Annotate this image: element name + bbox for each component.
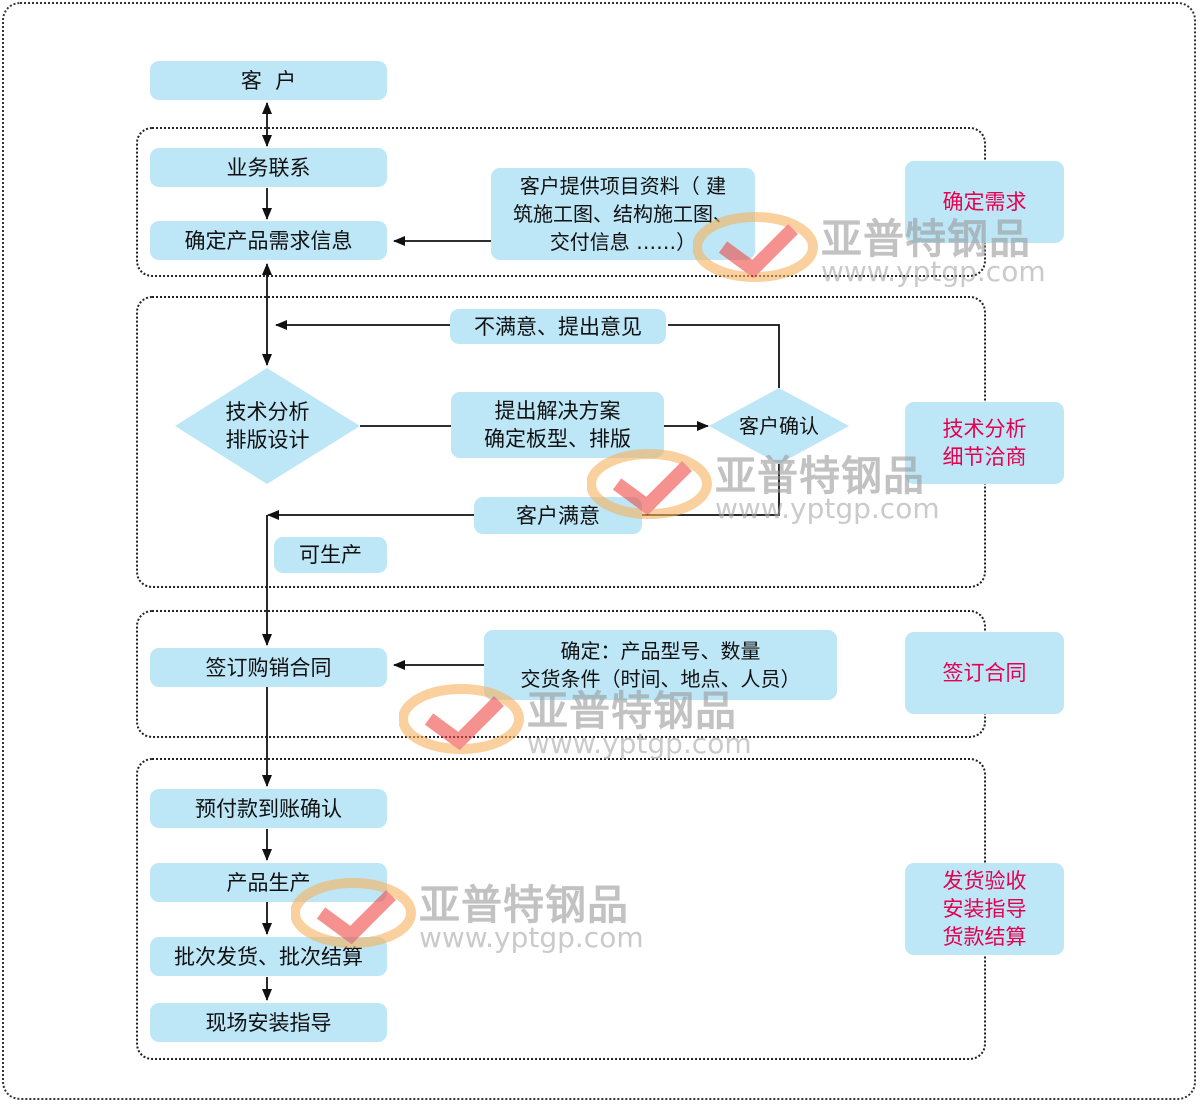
solution-line-1: 提出解决方案 [494, 399, 621, 423]
watermark: 亚普特钢品 www.yptgp.com [399, 677, 779, 767]
business-contact-box: 业务联系 [150, 148, 387, 187]
shipping-label: 批次发货、批次结算 [174, 944, 363, 969]
installation-box: 现场安装指导 [150, 1003, 387, 1042]
shipping-box: 批次发货、批次结算 [150, 937, 387, 976]
client-confirm-label: 客户确认 [739, 414, 819, 438]
solution-line-2: 确定板型、排版 [484, 427, 631, 451]
tech-analysis-diamond [175, 368, 360, 484]
stage-delivery-line-1: 发货验收 [942, 869, 1027, 893]
stage-technical-line-1: 技术分析 [942, 417, 1027, 441]
customer-label: 客 户 [240, 68, 297, 93]
arrow-confirm-satisfied [642, 464, 780, 516]
satisfied-label: 客户满意 [516, 503, 600, 528]
unsatisfied-label: 不满意、提出意见 [474, 314, 642, 339]
watermark: 亚普特钢品 www.yptgp.com [587, 442, 967, 532]
contract-terms-line-1: 确定：产品型号、数量 [560, 639, 761, 663]
stage-technical: 技术分析 细节洽商 [905, 402, 1064, 484]
contract-terms-line-2: 交货条件（时间、地点、人员） [520, 667, 801, 691]
business-contact-label: 业务联系 [226, 155, 311, 180]
solution-box: 提出解决方案 确定板型、排版 [451, 392, 664, 458]
watermark: 亚普特钢品 www.yptgp.com [291, 871, 671, 961]
stage-delivery-line-3: 货款结算 [942, 925, 1027, 949]
stage-delivery-line-2: 安装指导 [942, 897, 1027, 921]
production-label: 产品生产 [226, 870, 311, 895]
watermark-logo-icon [693, 212, 818, 282]
confirm-requirements-label: 确定产品需求信息 [184, 228, 353, 253]
client-confirm-node: 客户确认 [719, 410, 839, 442]
can-produce-label: 可生产 [299, 543, 362, 567]
customer-box: 客 户 [150, 61, 387, 100]
sign-contract-label: 签订购销合同 [205, 655, 332, 680]
stage-technical-line-2: 细节洽商 [942, 445, 1027, 469]
watermark-brand: 亚普特钢品 [527, 687, 737, 735]
watermark-logo-icon [291, 878, 416, 948]
watermark-brand: 亚普特钢品 [419, 881, 629, 929]
tech-analysis-line-1: 技术分析 [225, 400, 310, 424]
contract-terms-box: 确定：产品型号、数量 交货条件（时间、地点、人员） [484, 630, 837, 700]
watermark-url: www.yptgp.com [419, 921, 644, 954]
sign-contract-box: 签订购销合同 [150, 648, 387, 687]
prepayment-label: 预付款到账确认 [195, 796, 342, 821]
can-produce-box: 可生产 [274, 537, 387, 573]
watermark: 亚普特钢品 www.yptgp.com [693, 205, 1073, 295]
watermark-url: www.yptgp.com [715, 492, 940, 525]
satisfied-box: 客户满意 [474, 497, 642, 534]
watermark-url: www.yptgp.com [821, 255, 1046, 288]
client-materials-line-3: 交付信息 ……） [549, 230, 697, 254]
watermark-brand: 亚普特钢品 [715, 452, 925, 500]
stage-requirements-label: 确定需求 [942, 190, 1027, 214]
watermark-logo-icon [399, 684, 524, 754]
stage-contract: 签订合同 [905, 632, 1064, 714]
confirm-requirements-box: 确定产品需求信息 [150, 221, 387, 260]
client-materials-line-1: 客户提供项目资料（ 建 [519, 174, 727, 198]
stage-delivery: 发货验收 安装指导 货款结算 [905, 863, 1064, 955]
tech-analysis-line-2: 排版设计 [225, 428, 310, 452]
tech-analysis-node: 技术分析 排版设计 [195, 396, 340, 456]
stage-requirements: 确定需求 [905, 161, 1064, 243]
watermark-url: www.yptgp.com [527, 727, 752, 760]
client-materials-line-2: 筑施工图、结构施工图、 [513, 202, 733, 226]
client-confirm-diamond [709, 388, 849, 464]
stage-contract-label: 签订合同 [942, 661, 1027, 685]
prepayment-box: 预付款到账确认 [150, 789, 387, 828]
watermark-brand: 亚普特钢品 [821, 215, 1031, 263]
client-materials-box: 客户提供项目资料（ 建 筑施工图、结构施工图、 交付信息 ……） [491, 168, 755, 260]
watermark-logo-icon [587, 449, 712, 519]
unsatisfied-box: 不满意、提出意见 [450, 309, 666, 344]
installation-label: 现场安装指导 [205, 1010, 332, 1035]
arrow-feedback-loop [668, 324, 780, 388]
